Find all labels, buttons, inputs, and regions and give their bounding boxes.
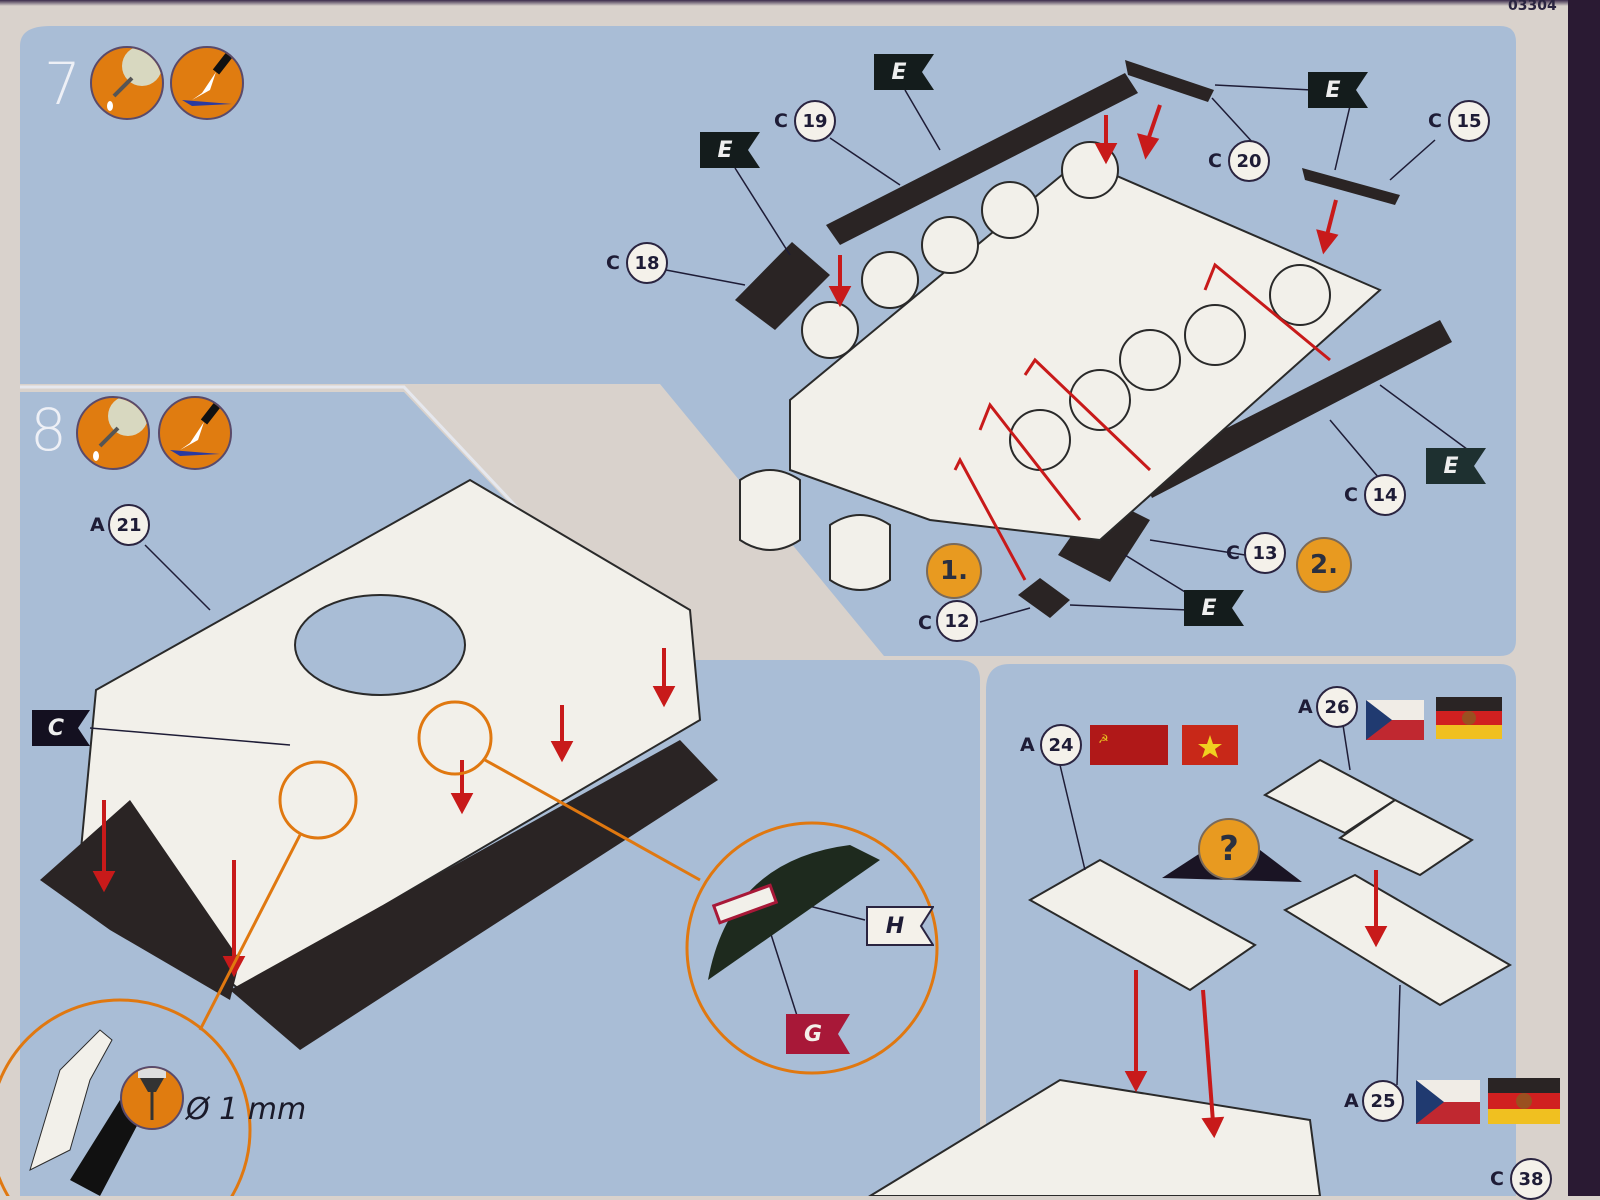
track-c14: [1140, 320, 1452, 498]
step-number-7: 7: [44, 50, 81, 118]
sprue-letter: C: [1226, 542, 1240, 564]
paint-flag-e: E: [1308, 72, 1368, 108]
part-number-a24: 24: [1040, 724, 1082, 766]
flag-czechoslovakia: [1366, 700, 1424, 740]
sprue-letter: C: [1208, 150, 1222, 172]
track-c20: [1125, 60, 1214, 102]
flag-vietnam: [1182, 725, 1238, 765]
paint-flag-e: E: [874, 54, 934, 90]
sprue-letter: A: [1298, 696, 1313, 718]
sprue-letter: C: [1344, 484, 1358, 506]
glue-icon: [90, 46, 164, 120]
paint-icon: [170, 46, 244, 120]
paint-flag-c: C: [32, 710, 90, 746]
sprue-letter: A: [90, 514, 105, 536]
part-number-a21: 21: [108, 504, 150, 546]
paint-flag-g: G: [786, 1014, 850, 1054]
part-number-c12: 12: [936, 600, 978, 642]
sprue-letter: C: [774, 110, 788, 132]
drill-inset: [29, 1029, 140, 1196]
track-c12: [1018, 578, 1070, 618]
drill-size-note: Ø 1 mm: [186, 1092, 307, 1127]
part-number-c20: 20: [1228, 140, 1270, 182]
upper-hull-track-right: [230, 740, 718, 1050]
lower-hull-bottom: [868, 1078, 1322, 1196]
track-c15: [1302, 168, 1400, 205]
choice-question-icon: ?: [1198, 818, 1260, 880]
part-number-c19: 19: [794, 100, 836, 142]
paint-icon: [158, 396, 232, 470]
flag-ussr: ☭: [1090, 725, 1168, 765]
paint-flag-e: E: [700, 132, 760, 168]
paint-flag-h: H: [866, 906, 935, 946]
part-number-a26: 26: [1316, 686, 1358, 728]
lower-hull: [739, 141, 1382, 591]
glue-icon: [76, 396, 150, 470]
sequence-badge-1: 1.: [926, 543, 982, 599]
part-number-c18: 18: [626, 242, 668, 284]
part-a25: [1282, 873, 1513, 1007]
flag-czechoslovakia: [1416, 1080, 1480, 1124]
assembly-arrows: [92, 104, 1388, 1139]
routing-lines: [953, 262, 1331, 581]
part-number-c13: 13: [1244, 532, 1286, 574]
paint-flag-e: E: [1426, 448, 1486, 484]
page-edge: [1568, 0, 1600, 1196]
page-top-edge: [0, 0, 1600, 6]
sprue-letter: C: [1490, 1168, 1504, 1190]
sprue-letter: C: [918, 612, 932, 634]
part-number-a25: 25: [1362, 1080, 1404, 1122]
document-number: 03304: [1508, 0, 1557, 14]
sprue-letter: C: [1428, 110, 1442, 132]
flag-east-germany: [1488, 1078, 1560, 1124]
sprue-letter: C: [606, 252, 620, 274]
detail-callouts: [0, 700, 939, 1196]
drill-icon: [120, 1066, 184, 1130]
detail-inset-armor: [708, 845, 880, 980]
sequence-badge-2: 2.: [1296, 537, 1352, 593]
part-number-c14: 14: [1364, 474, 1406, 516]
svg-text:☭: ☭: [1098, 732, 1109, 746]
upper-hull-track-left: [40, 800, 240, 1000]
sprue-letter: A: [1020, 734, 1035, 756]
track-c19: [826, 73, 1138, 245]
sprue-letter: A: [1344, 1090, 1359, 1112]
part-number-c38: 38: [1510, 1158, 1552, 1200]
step-number-8: 8: [30, 396, 67, 464]
part-a24: [1027, 858, 1257, 992]
track-c18: [735, 242, 830, 330]
part-a26: [1262, 758, 1474, 877]
part-number-c15: 15: [1448, 100, 1490, 142]
flag-east-germany: [1436, 697, 1502, 739]
paint-flag-e: E: [1184, 590, 1244, 626]
